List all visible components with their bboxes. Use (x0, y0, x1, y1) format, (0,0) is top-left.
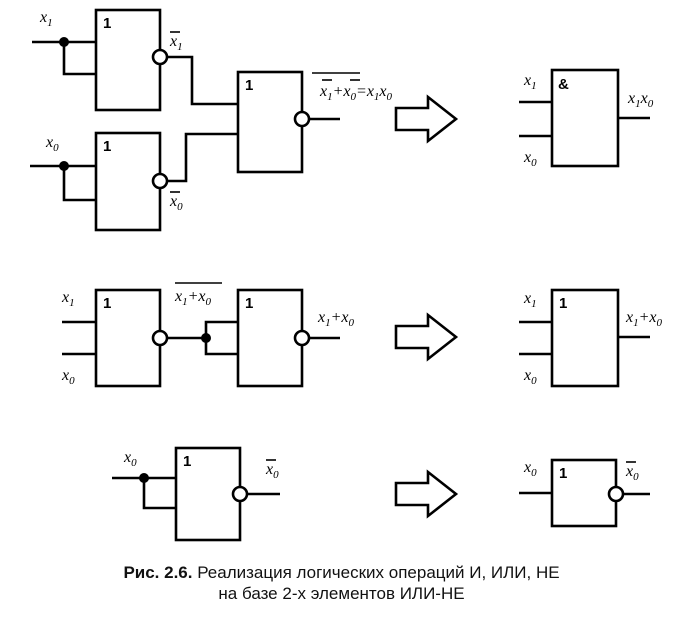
svg-text:x0: x0 (523, 367, 537, 387)
gate-symbol: & (558, 76, 569, 93)
junction-dot (59, 161, 69, 171)
svg-text:x1+x0: x1+x0 (625, 309, 663, 329)
caption-text-1: Реализация логических операций И, ИЛИ, Н… (192, 563, 560, 582)
gate-symbol: 1 (103, 295, 111, 312)
svg-text:x0: x0 (169, 193, 183, 213)
inversion-bubble (151, 48, 169, 66)
wire-inputs (62, 320, 96, 356)
wire-to-gate-3 (167, 55, 238, 183)
output-label-not-x0: x0 (169, 191, 183, 213)
equivalence-arrow (394, 94, 459, 144)
svg-text:x1: x1 (61, 289, 75, 309)
svg-text:x0: x0 (523, 459, 537, 479)
intermediate-label-not-or: x1+x0 (174, 282, 222, 308)
input-label-x1: x1 (523, 72, 537, 92)
junction-dot (201, 333, 211, 343)
inversion-bubble (231, 485, 249, 503)
svg-text:x1+x0: x1+x0 (174, 288, 212, 308)
junction-dot (59, 37, 69, 47)
inversion-bubble (293, 110, 311, 128)
gate-symbol: 1 (245, 77, 253, 94)
gate-symbol: 1 (183, 453, 191, 470)
output-label-not-x0: x0 (265, 459, 279, 481)
output-label-or: x1+x0 (625, 309, 663, 329)
input-label-x0: x0 (123, 449, 137, 469)
input-label-x0: x0 (523, 459, 537, 479)
gate-symbol: 1 (103, 138, 111, 155)
gate-symbol: 1 (245, 295, 253, 312)
output-label-x1x0: x1x0 (627, 90, 654, 110)
svg-text:x0: x0 (523, 149, 537, 169)
caption-line-2: на базе 2-х элементов ИЛИ-НЕ (218, 584, 465, 603)
wire-inputs (519, 100, 552, 138)
or-implementation-row: x1 x0 1 x1+x0 1 x1+x0 x1 x0 1 (61, 282, 663, 388)
nor-gate-2 (236, 288, 304, 388)
inversion-bubble (151, 329, 169, 347)
not-implementation-row: x0 1 x0 x0 1 x0 (112, 446, 650, 542)
caption-line-1: Рис. 2.6. Реализация логических операций… (0, 562, 683, 583)
svg-text:x1: x1 (39, 9, 53, 29)
nor-gate-2 (94, 131, 162, 232)
output-label-not-x1: x1 (169, 31, 183, 53)
wire-inputs (519, 320, 552, 356)
output-expression-and: x1+x0=x1x0 (312, 72, 393, 103)
input-label-x0: x0 (523, 149, 537, 169)
junction-dot (139, 473, 149, 483)
output-label-not-x0: x0 (625, 461, 639, 483)
input-label-x1: x1 (61, 289, 75, 309)
equivalence-arrow (394, 312, 459, 362)
svg-text:x1: x1 (523, 290, 537, 310)
svg-text:x1x0: x1x0 (627, 90, 654, 110)
gate-symbol: 1 (103, 15, 111, 32)
wire-to-gate-2 (167, 320, 238, 356)
figure-caption: Рис. 2.6. Реализация логических операций… (0, 562, 683, 604)
svg-text:x1: x1 (523, 72, 537, 92)
svg-text:x0: x0 (625, 463, 639, 483)
input-label-x0: x0 (523, 367, 537, 387)
svg-text:x0: x0 (123, 449, 137, 469)
inversion-bubble (607, 485, 625, 503)
svg-text:x0: x0 (61, 367, 75, 387)
output-label-or: x1+x0 (317, 309, 355, 329)
inversion-bubble (151, 172, 169, 190)
svg-text:x1: x1 (169, 33, 183, 53)
svg-text:x1+x0=x1x0: x1+x0=x1x0 (319, 83, 393, 103)
or-gate (550, 288, 620, 388)
input-label-x1: x1 (39, 9, 53, 29)
gate-symbol: 1 (559, 295, 567, 312)
input-label-x0: x0 (45, 134, 59, 154)
and-implementation-row: x1 1 x1 x0 1 x0 1 (30, 8, 654, 232)
not-gate (550, 458, 618, 528)
wire-x0-input (30, 164, 96, 202)
svg-text:x0: x0 (265, 461, 279, 481)
equivalence-arrow (394, 469, 459, 519)
nor-gate (174, 446, 242, 542)
svg-text:x0: x0 (45, 134, 59, 154)
inversion-bubble (293, 329, 311, 347)
svg-text:x1+x0: x1+x0 (317, 309, 355, 329)
figure-label: Рис. 2.6. (123, 563, 193, 582)
input-label-x0: x0 (61, 367, 75, 387)
nor-gate-3 (236, 70, 304, 174)
nor-gate-1 (94, 288, 162, 388)
input-label-x1: x1 (523, 290, 537, 310)
gate-symbol: 1 (559, 465, 567, 482)
